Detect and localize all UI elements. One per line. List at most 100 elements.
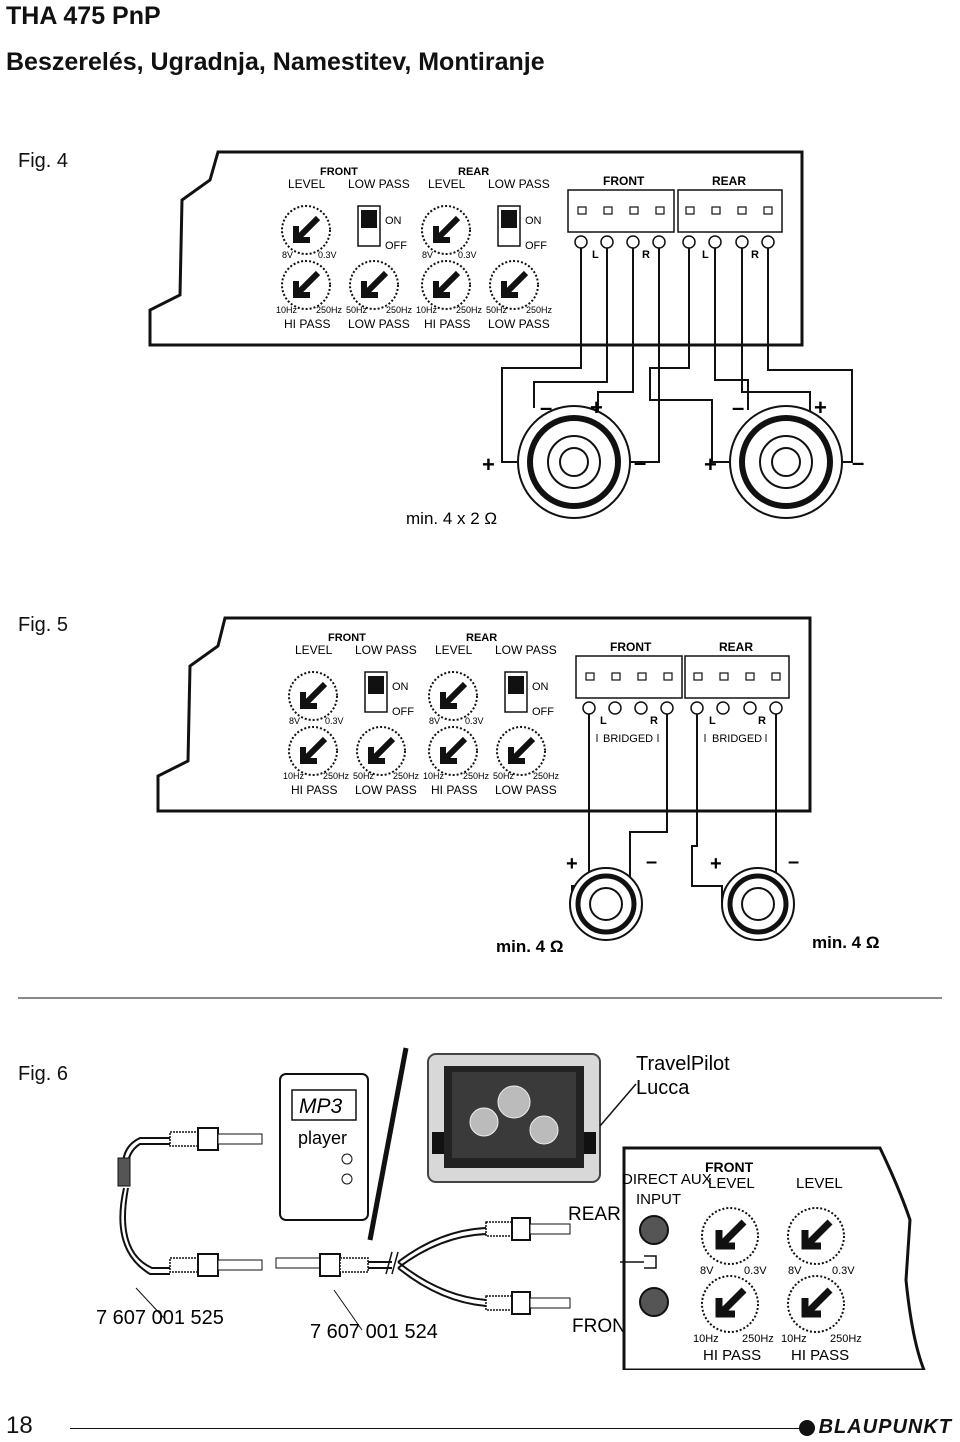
fig5-caption-left: min. 4 Ω: [496, 937, 563, 956]
fig4-speaker-rear: [729, 405, 843, 519]
fig5-label: Fig. 5: [18, 614, 69, 636]
fig5-diagram: FRONT REAR LEVEL LOW PASS LEVEL LOW PASS…: [18, 616, 942, 999]
svg-text:R: R: [642, 249, 650, 261]
svg-text:L: L: [600, 715, 607, 727]
svg-text:ON: ON: [392, 681, 409, 693]
svg-text:+: +: [704, 452, 717, 477]
svg-text:OFF: OFF: [525, 240, 547, 252]
fig4-knob-lowpass-front: [349, 260, 399, 310]
svg-text:L: L: [709, 715, 716, 727]
part-number-1: 7 607 001 525: [96, 1307, 224, 1329]
svg-text:LOW PASS: LOW PASS: [355, 783, 417, 797]
fig5-knob-level-front: [288, 671, 338, 721]
svg-text:ON: ON: [532, 681, 549, 693]
svg-text:250Hz: 250Hz: [393, 771, 420, 781]
svg-text:OFF: OFF: [392, 706, 414, 718]
fig6-knob-level-front: [701, 1207, 759, 1265]
svg-text:MP3: MP3: [299, 1095, 343, 1118]
svg-text:LEVEL: LEVEL: [295, 643, 333, 657]
svg-text:8V: 8V: [429, 716, 440, 726]
fig6-front-label: FRONT: [572, 1316, 638, 1337]
svg-text:0.3V: 0.3V: [465, 716, 484, 726]
fig5-bridged-rear: BRIDGED: [712, 733, 762, 745]
svg-text:ON: ON: [525, 215, 542, 227]
fig4-rear-label: REAR: [458, 166, 489, 178]
svg-text:HI PASS: HI PASS: [791, 1347, 849, 1364]
svg-text:10Hz: 10Hz: [276, 305, 298, 315]
svg-text:8V: 8V: [700, 1265, 714, 1277]
svg-text:0.3V: 0.3V: [325, 716, 344, 726]
svg-text:FRONT: FRONT: [610, 640, 652, 654]
fig5-knob-hipass-front: [288, 726, 338, 776]
svg-text:+: +: [814, 395, 827, 420]
fig6-rear-label: REAR: [568, 1204, 621, 1225]
svg-text:250Hz: 250Hz: [742, 1333, 774, 1345]
fig5-caption-right: min. 4 Ω: [812, 933, 879, 952]
svg-text:0.3V: 0.3V: [458, 250, 477, 260]
svg-text:8V: 8V: [788, 1265, 802, 1277]
svg-text:10Hz: 10Hz: [781, 1333, 807, 1345]
svg-text:50Hz: 50Hz: [353, 771, 375, 781]
svg-text:HI PASS: HI PASS: [431, 783, 477, 797]
fig4-diagram: FRONT REAR LEVEL LOW PASS LEVEL LOW PASS…: [148, 150, 864, 528]
svg-text:250Hz: 250Hz: [830, 1333, 862, 1345]
svg-text:R: R: [751, 249, 759, 261]
svg-text:LOW PASS: LOW PASS: [488, 317, 550, 331]
jack-front: [485, 1291, 571, 1315]
svg-text:FRONT: FRONT: [328, 632, 366, 644]
fig4-front-label: FRONT: [320, 166, 358, 178]
svg-text:LOW PASS: LOW PASS: [348, 317, 410, 331]
svg-text:+: +: [710, 853, 722, 875]
svg-text:250Hz: 250Hz: [463, 771, 490, 781]
svg-text:HI PASS: HI PASS: [284, 317, 330, 331]
svg-text:250Hz: 250Hz: [323, 771, 350, 781]
svg-text:–: –: [540, 395, 552, 420]
fig4-level-2: LEVEL: [428, 177, 466, 191]
svg-text:LOW PASS: LOW PASS: [495, 643, 557, 657]
svg-text:OFF: OFF: [385, 240, 407, 252]
svg-text:250Hz: 250Hz: [456, 305, 483, 315]
svg-text:250Hz: 250Hz: [526, 305, 553, 315]
fig6-knob-hipass-rear: [787, 1275, 845, 1333]
svg-text:INPUT: INPUT: [636, 1191, 681, 1208]
svg-text:LEVEL: LEVEL: [796, 1175, 843, 1192]
svg-text:0.3V: 0.3V: [832, 1265, 855, 1277]
fig6-knob-hipass-front: [701, 1275, 759, 1333]
svg-text:DIRECT AUX: DIRECT AUX: [622, 1171, 712, 1188]
page-title: THA 475 PnP: [6, 2, 161, 30]
fig4-lowpass-2: LOW PASS: [488, 177, 550, 191]
fig4-knob-level-rear: [421, 205, 471, 255]
fig4-terminal-front: [567, 189, 675, 233]
svg-text:250Hz: 250Hz: [386, 305, 413, 315]
fig4-knob-lowpass-rear: [489, 260, 539, 310]
fig5-knob-level-rear: [428, 671, 478, 721]
footer-rule: [70, 1428, 810, 1429]
svg-text:+: +: [590, 395, 603, 420]
svg-text:8V: 8V: [422, 250, 433, 260]
svg-text:REAR: REAR: [712, 174, 746, 188]
svg-text:8V: 8V: [282, 250, 293, 260]
fig4-level-1: LEVEL: [288, 177, 326, 191]
svg-text:–: –: [788, 851, 799, 873]
svg-text:–: –: [852, 450, 864, 475]
svg-text:R: R: [758, 715, 766, 727]
fig4-terminal-rear: [677, 189, 783, 233]
svg-text:8V: 8V: [289, 716, 300, 726]
svg-text:R: R: [650, 715, 658, 727]
part-number-2: 7 607 001 524: [310, 1321, 438, 1343]
fig4-label: Fig. 4: [18, 150, 69, 172]
svg-text:LOW PASS: LOW PASS: [355, 643, 417, 657]
svg-text:–: –: [634, 450, 646, 475]
jack-rear: [485, 1217, 571, 1241]
fig5-knob-lowpass-rear: [496, 726, 546, 776]
svg-text:+: +: [482, 452, 495, 477]
fig6-knob-level-rear: [787, 1207, 845, 1265]
fig4-knob-hipass-rear: [421, 260, 471, 310]
fig6-diagram: MP3 player TravelPilot Lucca: [96, 1047, 926, 1370]
svg-text:REAR: REAR: [719, 640, 753, 654]
svg-text:LEVEL: LEVEL: [708, 1175, 755, 1192]
svg-text:ON: ON: [385, 215, 402, 227]
svg-text:player: player: [298, 1128, 347, 1148]
svg-text:HI PASS: HI PASS: [703, 1347, 761, 1364]
svg-text:250Hz: 250Hz: [316, 305, 343, 315]
